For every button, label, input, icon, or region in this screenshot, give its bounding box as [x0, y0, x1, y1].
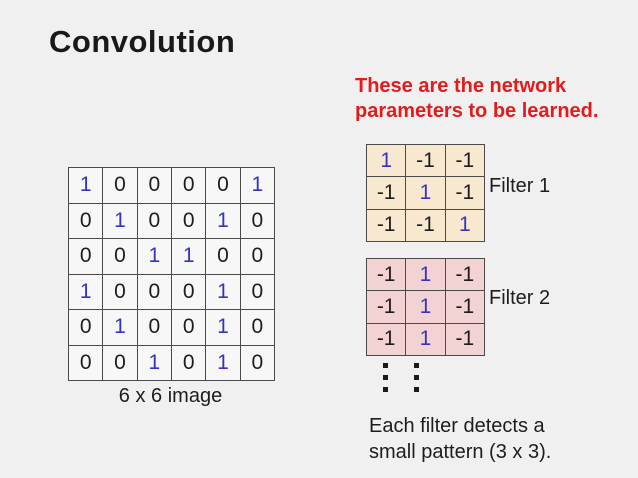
vertical-ellipsis-icon — [383, 363, 388, 392]
grid-cell: 0 — [137, 203, 171, 238]
grid-cell: 0 — [103, 345, 137, 380]
dot — [383, 363, 388, 368]
more-filters-ellipsis — [383, 363, 419, 392]
grid-cell: -1 — [367, 259, 406, 291]
grid-cell: 1 — [103, 203, 137, 238]
grid-cell: -1 — [445, 291, 484, 323]
grid-cell: 1 — [206, 203, 240, 238]
grid-cell: 0 — [240, 274, 274, 309]
grid-cell: -1 — [445, 259, 484, 291]
grid-cell: 1 — [406, 323, 445, 355]
grid-cell: 0 — [137, 274, 171, 309]
grid-cell: -1 — [445, 323, 484, 355]
grid-cell: 0 — [171, 310, 206, 345]
grid-cell: -1 — [406, 145, 445, 177]
grid-cell: 0 — [103, 168, 137, 203]
grid-cell: 0 — [240, 239, 274, 274]
grid-cell: 0 — [171, 168, 206, 203]
grid-cell: 0 — [171, 203, 206, 238]
grid-cell: 1 — [406, 177, 445, 209]
grid-cell: -1 — [367, 209, 406, 241]
filter1-label: Filter 1 — [489, 175, 551, 197]
dot — [414, 375, 419, 380]
grid-cell: -1 — [445, 145, 484, 177]
grid-cell: 1 — [137, 345, 171, 380]
grid-cell: 0 — [240, 310, 274, 345]
grid-cell: 0 — [69, 239, 103, 274]
grid-cell: 0 — [206, 239, 240, 274]
network-parameters-note: These are the network parameters to be l… — [355, 75, 599, 122]
grid-cell: 1 — [137, 239, 171, 274]
grid-cell: 1 — [406, 259, 445, 291]
grid-cell: 1 — [206, 310, 240, 345]
grid-cell: 1 — [445, 209, 484, 241]
filter2-label: Filter 2 — [489, 287, 551, 309]
grid-cell: 1 — [367, 145, 406, 177]
grid-cell: 0 — [171, 345, 206, 380]
dot — [414, 387, 419, 392]
vertical-ellipsis-icon — [414, 363, 419, 392]
grid-cell: 1 — [103, 310, 137, 345]
grid-cell: 1 — [69, 168, 103, 203]
grid-cell: 1 — [206, 274, 240, 309]
dot — [383, 375, 388, 380]
dot — [414, 363, 419, 368]
grid-cell: 1 — [240, 168, 274, 203]
grid-cell: 1 — [69, 274, 103, 309]
grid-cell: -1 — [367, 291, 406, 323]
grid-cell: 0 — [137, 168, 171, 203]
filter-pattern-note: Each filter detects a small pattern (3 x… — [369, 415, 552, 463]
grid-cell: -1 — [445, 177, 484, 209]
dot — [383, 387, 388, 392]
image-grid-caption: 6 x 6 image — [118, 385, 223, 407]
grid-cell: 0 — [240, 203, 274, 238]
grid-cell: 0 — [171, 274, 206, 309]
grid-cell: 0 — [206, 168, 240, 203]
slide-title: Convolution — [49, 24, 236, 59]
grid-cell: 0 — [240, 345, 274, 380]
grid-cell: -1 — [367, 323, 406, 355]
grid-cell: 1 — [406, 291, 445, 323]
grid-cell: 1 — [171, 239, 206, 274]
grid-cell: 0 — [137, 310, 171, 345]
grid-cell: 1 — [206, 345, 240, 380]
grid-cell: 0 — [69, 345, 103, 380]
grid-cell: 0 — [69, 310, 103, 345]
grid-cell: 0 — [103, 274, 137, 309]
grid-cell: -1 — [367, 177, 406, 209]
grid-cell: 0 — [103, 239, 137, 274]
grid-cell: 0 — [69, 203, 103, 238]
grid-cell: -1 — [406, 209, 445, 241]
